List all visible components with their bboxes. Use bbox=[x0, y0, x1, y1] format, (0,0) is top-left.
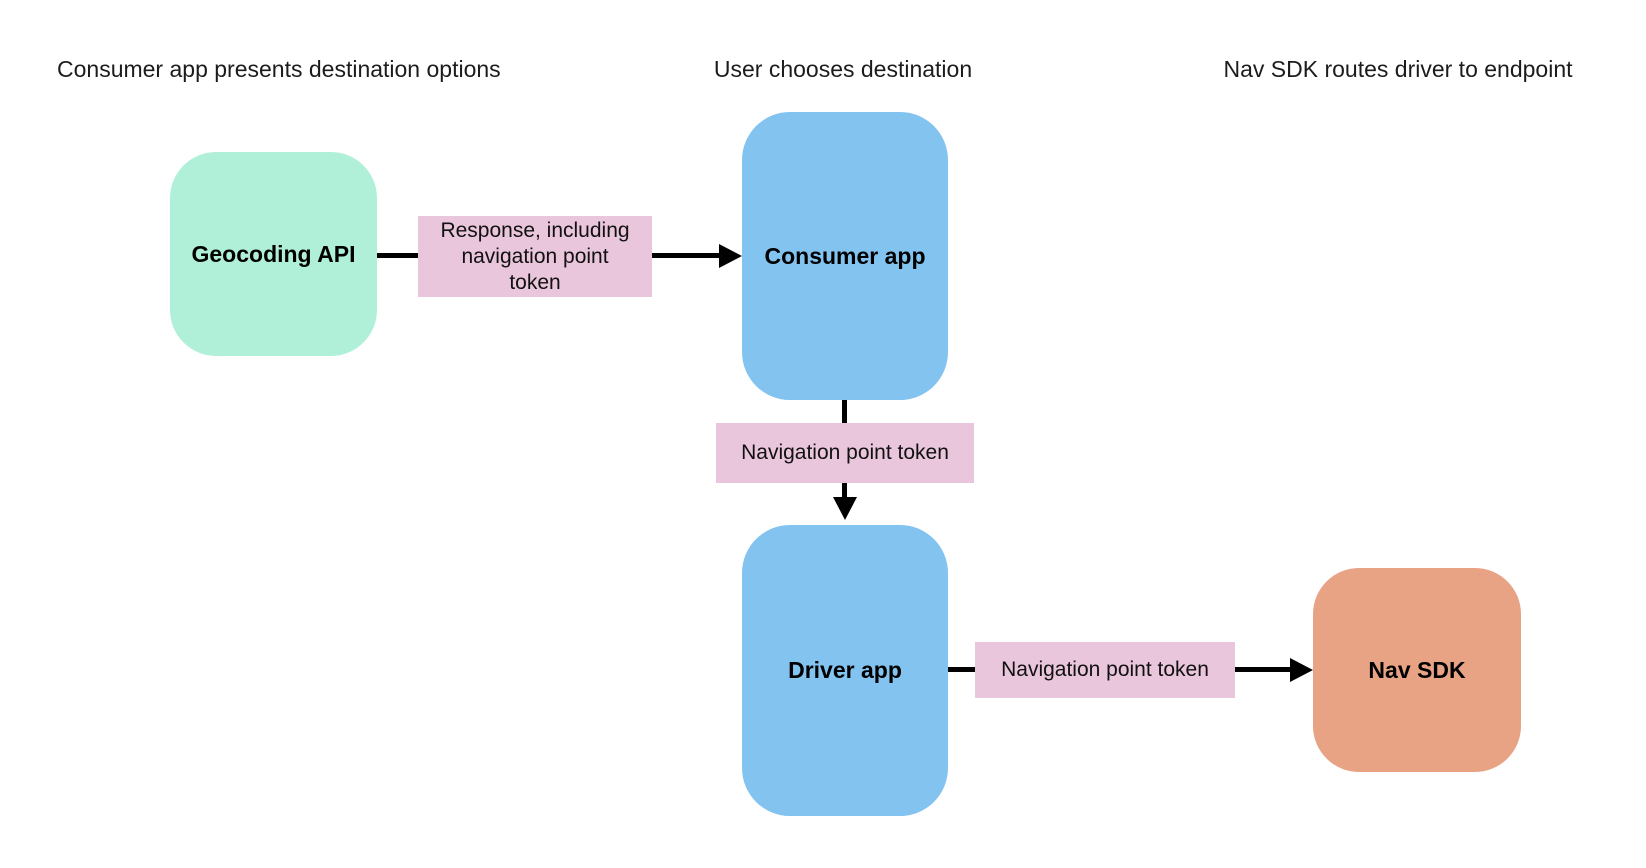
arrowhead-right-icon bbox=[719, 244, 742, 268]
stage-heading-user-chooses: User chooses destination bbox=[713, 56, 973, 82]
stage-heading-consumer-presents: Consumer app presents destination option… bbox=[57, 56, 501, 82]
edge-driver-to-navsdk-line-start bbox=[948, 667, 975, 672]
arrowhead-right-icon bbox=[1290, 658, 1313, 682]
edge-label-navigation-point-token-1: Navigation point token bbox=[716, 423, 974, 483]
node-geocoding-api: Geocoding API bbox=[170, 152, 377, 356]
node-nav-sdk: Nav SDK bbox=[1313, 568, 1521, 772]
node-driver-app: Driver app bbox=[742, 525, 948, 816]
arrowhead-down-icon bbox=[833, 497, 857, 520]
edge-geocoding-to-consumer-line-start bbox=[377, 253, 418, 258]
stage-heading-nav-sdk-routes: Nav SDK routes driver to endpoint bbox=[1223, 56, 1573, 82]
node-consumer-app: Consumer app bbox=[742, 112, 948, 400]
edge-consumer-to-driver-line-start bbox=[842, 400, 847, 423]
edge-consumer-to-driver-line-end bbox=[842, 483, 847, 498]
edge-label-response-including-navigation-point-token: Response, including navigation point tok… bbox=[418, 216, 652, 297]
edge-label-navigation-point-token-2: Navigation point token bbox=[975, 642, 1235, 698]
edge-driver-to-navsdk-line-end bbox=[1235, 667, 1291, 672]
edge-geocoding-to-consumer-line-end bbox=[652, 253, 720, 258]
